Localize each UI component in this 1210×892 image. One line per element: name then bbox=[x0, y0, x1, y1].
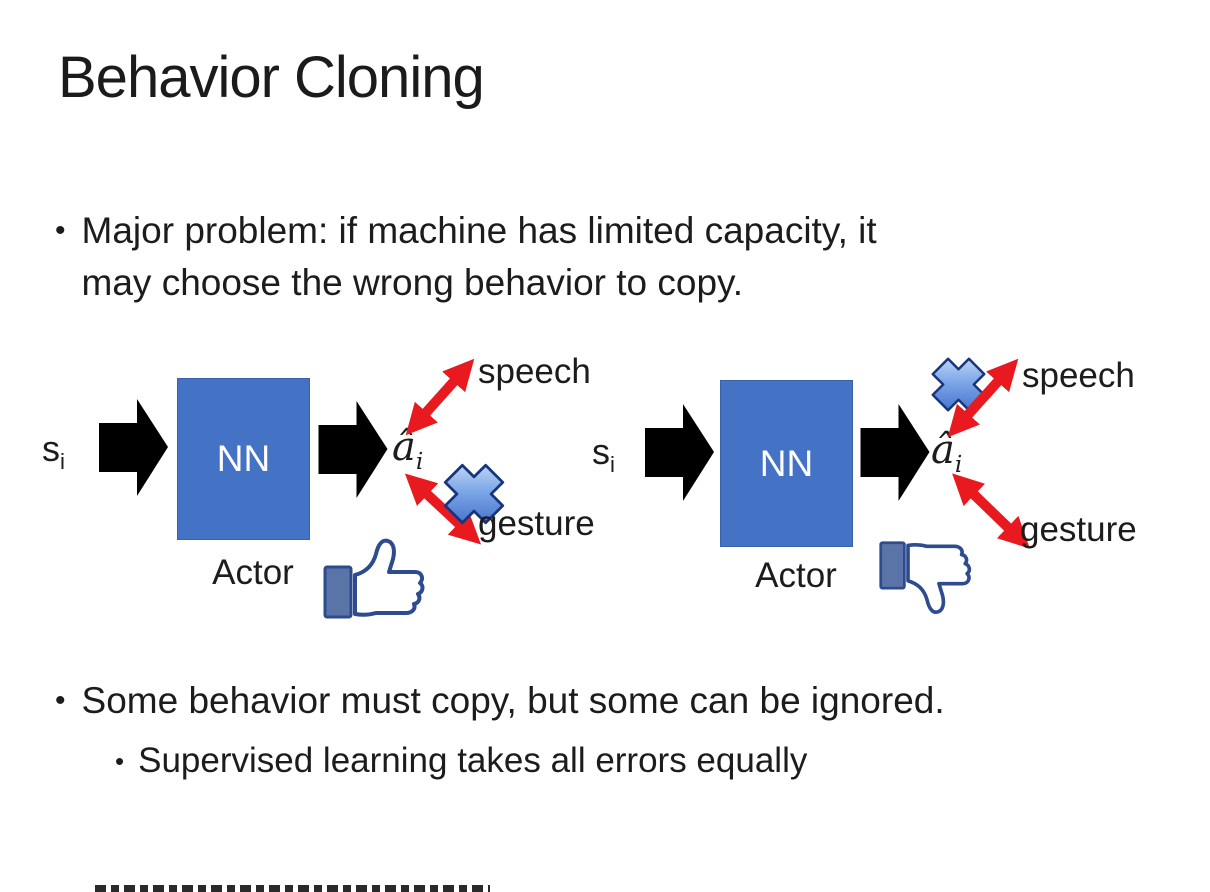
right-nn-label: NN bbox=[759, 442, 814, 484]
right-output-arrow-icon bbox=[859, 404, 931, 501]
right-speech-arrow-icon bbox=[938, 352, 1026, 440]
right-gesture-arrow-icon bbox=[945, 468, 1037, 556]
page-title: Behavior Cloning bbox=[58, 45, 485, 110]
bullet-supervised-learning-text: Supervised learning takes all errors equ… bbox=[138, 741, 808, 780]
thumbs-down-icon bbox=[878, 533, 978, 627]
bullet-marker: • bbox=[55, 684, 66, 717]
bullet-supervised-learning: • Supervised learning takes all errors e… bbox=[115, 737, 807, 785]
right-input-state-label: si bbox=[592, 431, 615, 478]
left-input-state-label: si bbox=[42, 428, 65, 475]
right-gesture-label: gesture bbox=[1020, 510, 1137, 549]
left-nn-box: NN bbox=[177, 378, 310, 540]
bullet-major-problem: • Major problem: if machine has limited … bbox=[55, 205, 877, 309]
thumbs-up-icon bbox=[322, 530, 432, 622]
left-actor-label: Actor bbox=[212, 553, 294, 592]
right-input-arrow-icon bbox=[645, 404, 714, 501]
bullet-some-behavior-text: Some behavior must copy, but some can be… bbox=[81, 680, 945, 721]
cut-off-text-line bbox=[95, 885, 490, 892]
bullet-major-problem-line2: may choose the wrong behavior to copy. bbox=[81, 262, 744, 303]
left-speech-label: speech bbox=[478, 352, 591, 391]
bullet-some-behavior: • Some behavior must copy, but some can … bbox=[55, 675, 945, 727]
right-speech-label: speech bbox=[1022, 356, 1135, 395]
left-output-arrow-icon bbox=[317, 401, 389, 498]
bullet-major-problem-line1: Major problem: if machine has limited ca… bbox=[81, 210, 877, 251]
left-output-action-label: âi bbox=[392, 424, 424, 475]
left-speech-arrow-icon bbox=[398, 352, 482, 440]
left-nn-label: NN bbox=[216, 438, 271, 479]
left-gesture-label: gesture bbox=[478, 504, 595, 543]
right-nn-box: NN bbox=[720, 380, 853, 547]
left-gesture-arrow-icon bbox=[398, 468, 490, 552]
bullet-marker: • bbox=[55, 214, 66, 247]
left-input-arrow-icon bbox=[99, 399, 168, 496]
bullet-marker: • bbox=[115, 746, 125, 776]
right-actor-label: Actor bbox=[755, 556, 837, 595]
right-output-action-label: âi bbox=[931, 427, 963, 478]
left-cross-out-icon bbox=[441, 461, 507, 527]
